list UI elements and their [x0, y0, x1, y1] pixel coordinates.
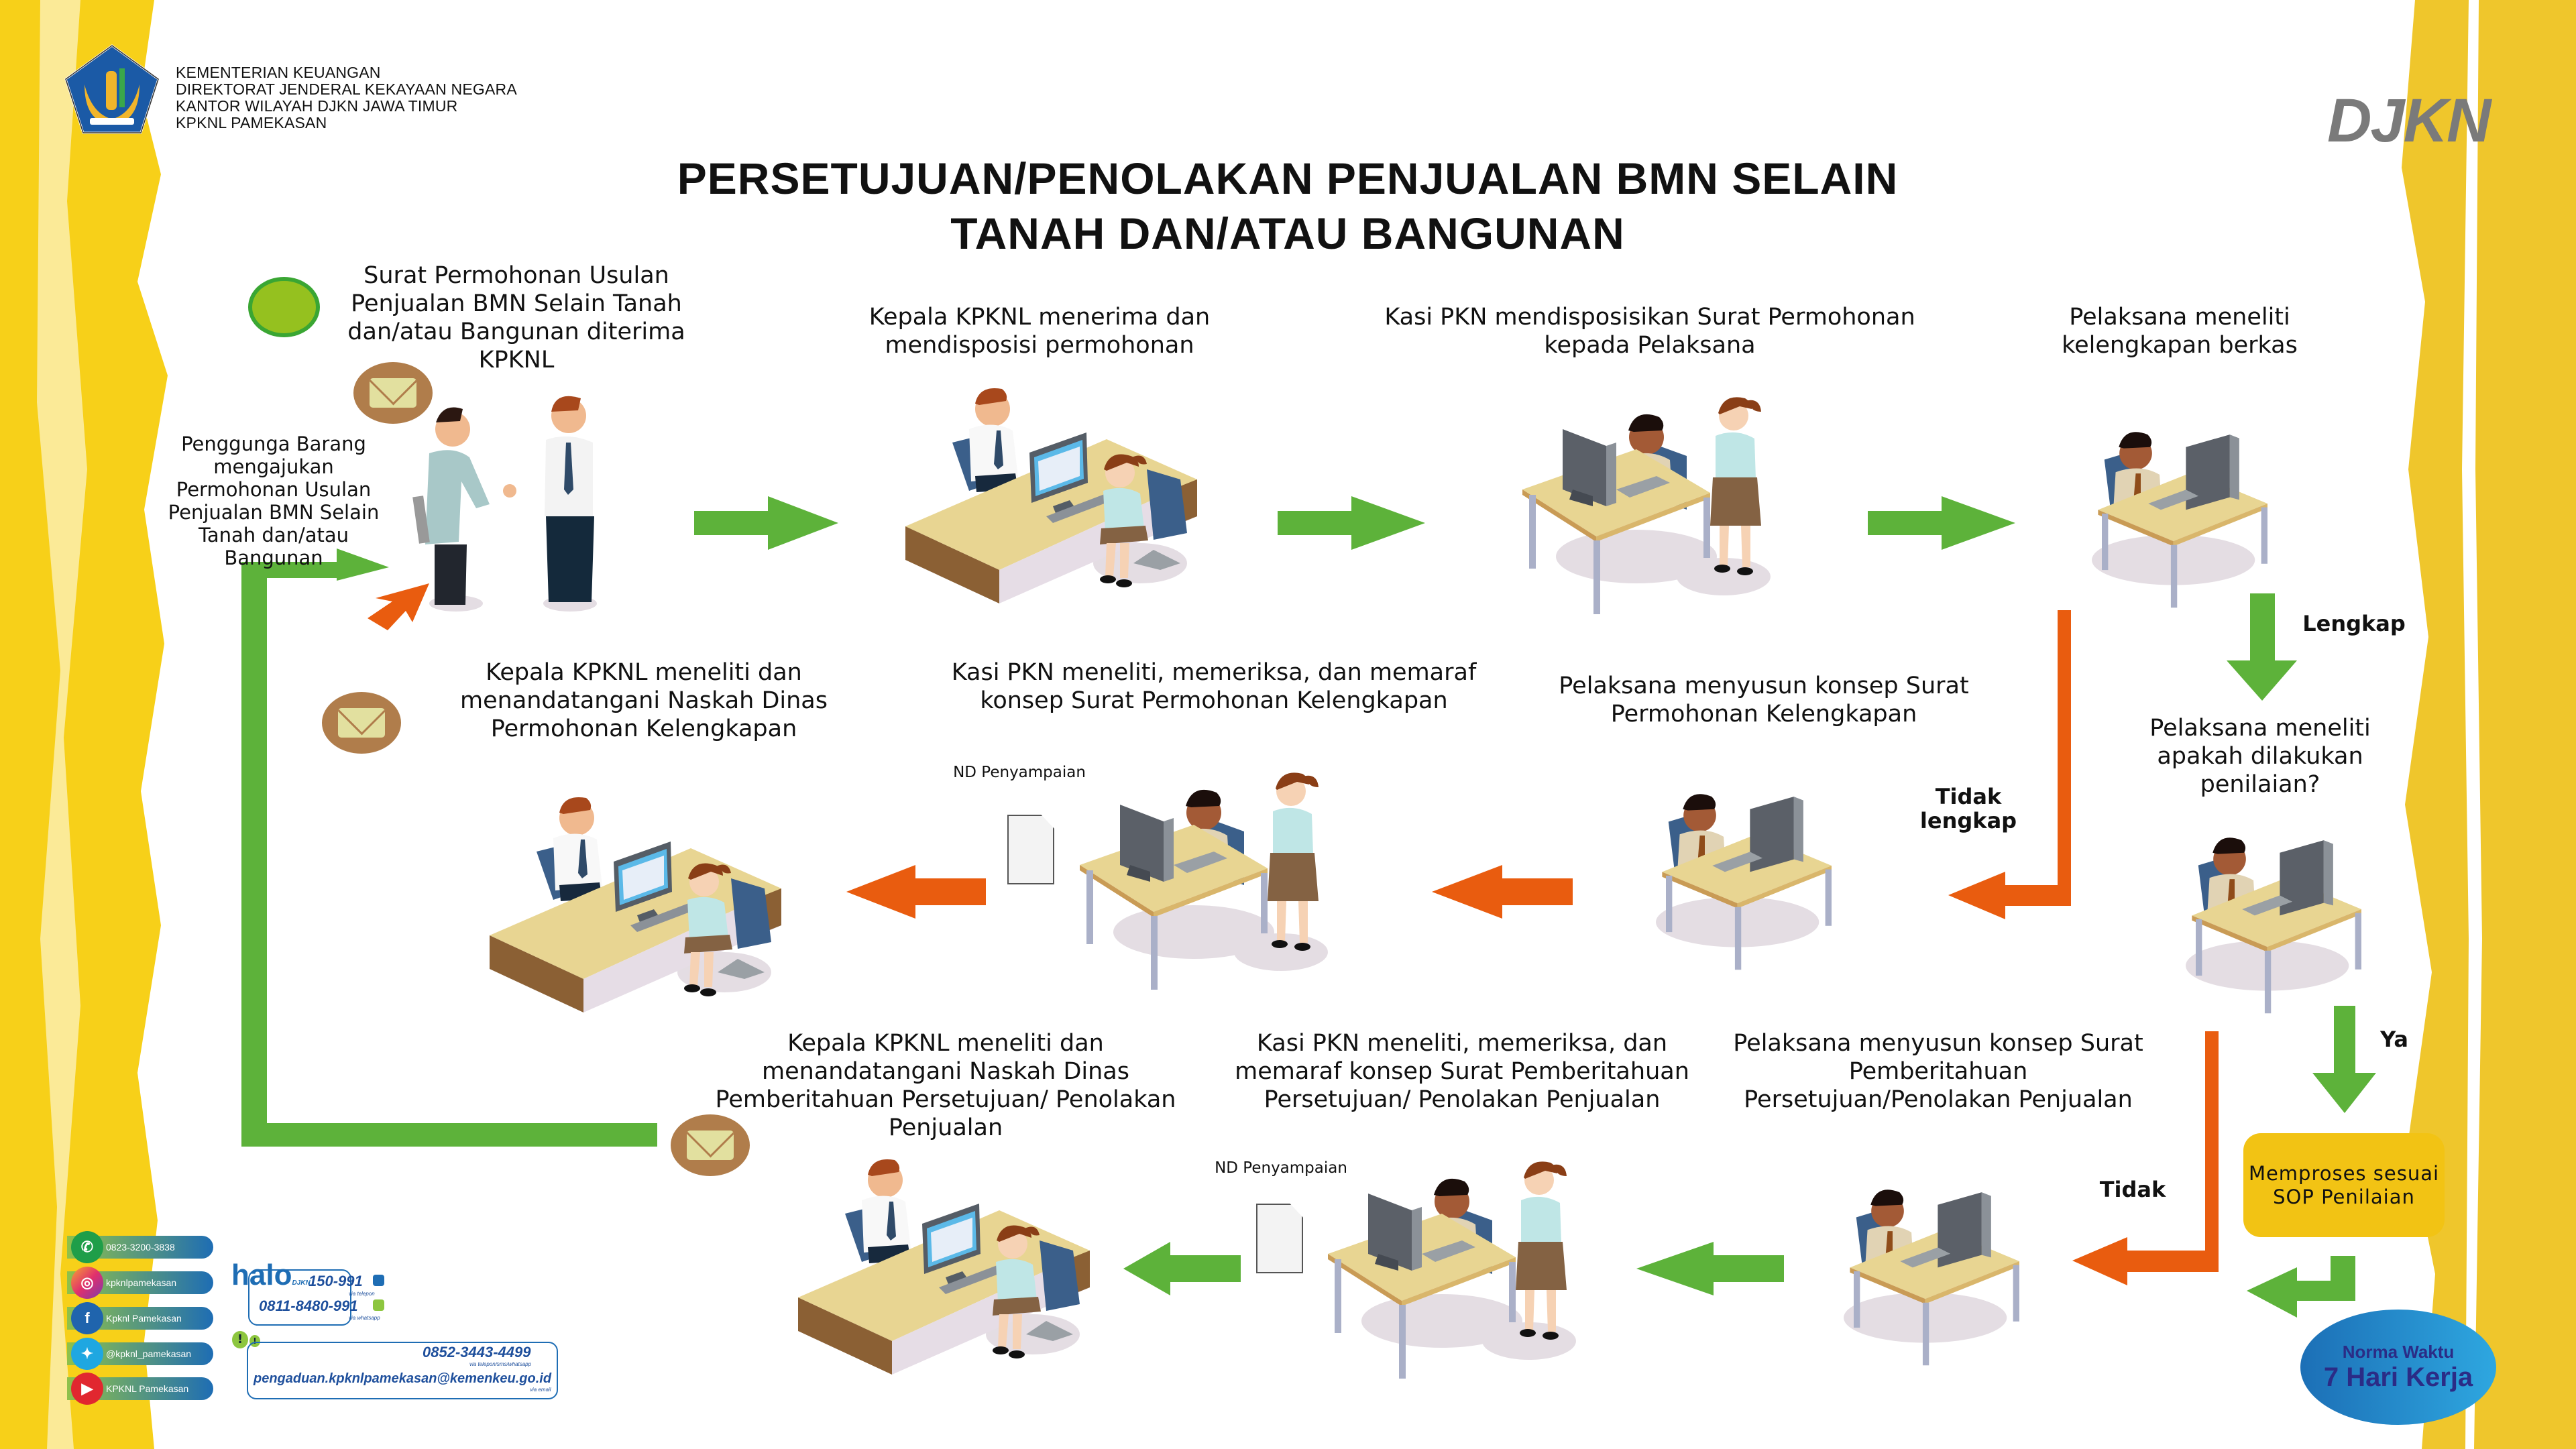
org-line-1: KEMENTERIAN KEUANGAN [176, 64, 381, 81]
document-icon [1007, 815, 1054, 884]
halo-whatsapp[interactable]: 0811-8480-991 [259, 1297, 358, 1314]
page-title: PERSETUJUAN/PENOLAKAN PENJUALAN BMN SELA… [469, 151, 2106, 261]
step-b1-label: Pelaksana menyusun konsep Surat Pemberit… [1733, 1030, 2143, 1113]
halo-contact-box [248, 1269, 351, 1326]
phone-icon [373, 1275, 384, 1286]
arrow-down-ya [2312, 1006, 2376, 1113]
org-header: KEMENTERIAN KEUANGAN DIREKTORAT JENDERAL… [176, 64, 517, 131]
pengaduan-phone-note: via telepon/sms/whatsapp [469, 1361, 532, 1367]
step-m2-label: Kasi PKN meneliti, memeriksa, dan memara… [951, 659, 1477, 714]
yellow-brush-right [2402, 0, 2576, 1449]
tidak-lengkap-line-2: lengkap [1919, 808, 2017, 833]
sop-penilaian-box: Memproses sesuai SOP Penilaian [2243, 1133, 2445, 1237]
halo-brand: halo [231, 1259, 292, 1291]
facebook-icon: f [71, 1302, 103, 1334]
kemenkeu-logo-icon [64, 44, 160, 134]
page-title-line-2: TANAH DAN/ATAU BANGUNAN [950, 209, 1625, 258]
step-b3-label: Kepala KPKNL meneliti dan menandatangani… [715, 1030, 1176, 1141]
envelope-icon [322, 692, 401, 754]
step-3-label: Pelaksana meneliti kelengkapan berkas [2062, 304, 2298, 359]
org-line-3: KANTOR WILAYAH DJKN JAWA TIMUR [176, 97, 458, 115]
illustration-pelaksana-konsep-kelengkapan [1656, 794, 1832, 970]
norma-waktu-value: 7 Hari Kerja [2323, 1363, 2473, 1392]
nd-penyampaian-label-2: ND Penyampaian [1215, 1159, 1347, 1177]
step-1-label: Kepala KPKNL menerima dan mendisposisi p… [869, 304, 1211, 359]
halo-phone[interactable]: 150-991 [309, 1273, 363, 1289]
decision-lengkap-label: Lengkap [2302, 611, 2406, 636]
social-instagram-label: kpknlpamekasan [106, 1277, 177, 1288]
step-start-label: Surat Permohonan Usulan Penjualan BMN Se… [347, 262, 685, 373]
instagram-icon: ◎ [71, 1267, 103, 1299]
whatsapp-small-icon [373, 1299, 384, 1311]
halo-djkn-logo: haloDJKN [231, 1261, 311, 1298]
pengaduan-email-note: via email [530, 1387, 551, 1393]
step-b2-label: Kasi PKN meneliti, memeriksa, dan memara… [1235, 1030, 1689, 1113]
arrow-tidak [2072, 1031, 2219, 1285]
envelope-icon [671, 1114, 750, 1176]
illustration-pelaksana-penilaian [2186, 837, 2361, 1014]
arrow-left-b1 [1636, 1242, 1784, 1295]
illustration-kepala-receive [905, 388, 1197, 603]
twitter-icon: ✦ [71, 1338, 103, 1370]
social-twitter-label: @kpknl_pamekasan [106, 1348, 192, 1359]
handshake-illustration [412, 396, 597, 612]
illustration-kepala-pemberitahuan [798, 1159, 1090, 1375]
step-4-label: Pelaksana meneliti apakah dilakukan peni… [2149, 715, 2371, 798]
djkn-logo: DJKN [2327, 86, 2491, 155]
decision-tidak-label: Tidak [2099, 1177, 2166, 1202]
arrow-left-m2 [846, 865, 986, 919]
arrow-up-return [368, 583, 429, 630]
arrow-right-1 [694, 496, 838, 550]
page-title-line-1: PERSETUJUAN/PENOLAKAN PENJUALAN BMN SELA… [677, 154, 1899, 203]
youtube-icon: ▶ [71, 1373, 103, 1405]
halo-whatsapp-note: via whatsapp [349, 1315, 380, 1321]
illustration-kasi-pemberitahuan [1328, 1161, 1576, 1379]
halo-phone-note: via telepon [349, 1291, 375, 1297]
norma-waktu-label: Norma Waktu [2342, 1342, 2455, 1362]
pengaduan-contact-box [247, 1342, 558, 1399]
arrow-bent-sop [2247, 1256, 2355, 1318]
norma-waktu-badge: Norma Waktu 7 Hari Kerja [2300, 1310, 2496, 1425]
pengaduan-phone[interactable]: 0852-3443-4499 [423, 1344, 531, 1360]
step-pengguna-label: Penggunga Barang mengajukan Permohonan U… [168, 432, 380, 569]
illustration-kasi-kelengkapan [1080, 772, 1328, 990]
pengaduan-email[interactable]: pengaduan.kpknlpamekasan@kemenkeu.go.id [254, 1371, 552, 1386]
social-whatsapp-label: 0823-3200-3838 [106, 1242, 175, 1253]
arrow-left-b2 [1123, 1242, 1241, 1295]
envelope-icon [353, 362, 433, 424]
step-m3-label: Kepala KPKNL meneliti dan menandatangani… [460, 659, 828, 742]
arrow-right-2 [1278, 496, 1425, 550]
yellow-brush-left [0, 0, 168, 1449]
org-line-2: DIREKTORAT JENDERAL KEKAYAAN NEGARA [176, 80, 517, 98]
decision-ya-label: Ya [2380, 1027, 2408, 1052]
halo-sub: DJKN [292, 1279, 311, 1287]
step-m1-label: Pelaksana menyusun konsep Surat Permohon… [1559, 673, 1969, 728]
org-line-4: KPKNL PAMEKASAN [176, 114, 327, 131]
arrow-left-m1 [1432, 865, 1573, 919]
illustration-kepala-kelengkapan [490, 797, 781, 1012]
illustration-kasi-dispose [1522, 397, 1771, 614]
illustration-pelaksana-check [2092, 432, 2267, 608]
arrow-tidak-lengkap [1948, 610, 2071, 919]
step-2-label: Kasi PKN mendisposisikan Surat Permohona… [1384, 304, 1915, 359]
nd-penyampaian-label-1: ND Penyampaian [953, 764, 1086, 781]
start-circle [248, 277, 320, 337]
arrow-right-3 [1868, 496, 2015, 550]
document-icon [1256, 1204, 1303, 1273]
arrow-down-lengkap [2227, 593, 2297, 701]
tidak-lengkap-line-1: Tidak [1935, 784, 2002, 809]
decision-tidak-lengkap-label: Tidak lengkap [1905, 785, 2032, 833]
social-youtube-label: KPKNL Pamekasan [106, 1383, 189, 1394]
whatsapp-icon: ✆ [71, 1231, 103, 1263]
social-facebook-label: Kpknl Pamekasan [106, 1313, 182, 1324]
illustration-pelaksana-pemberitahuan [1844, 1190, 2019, 1366]
